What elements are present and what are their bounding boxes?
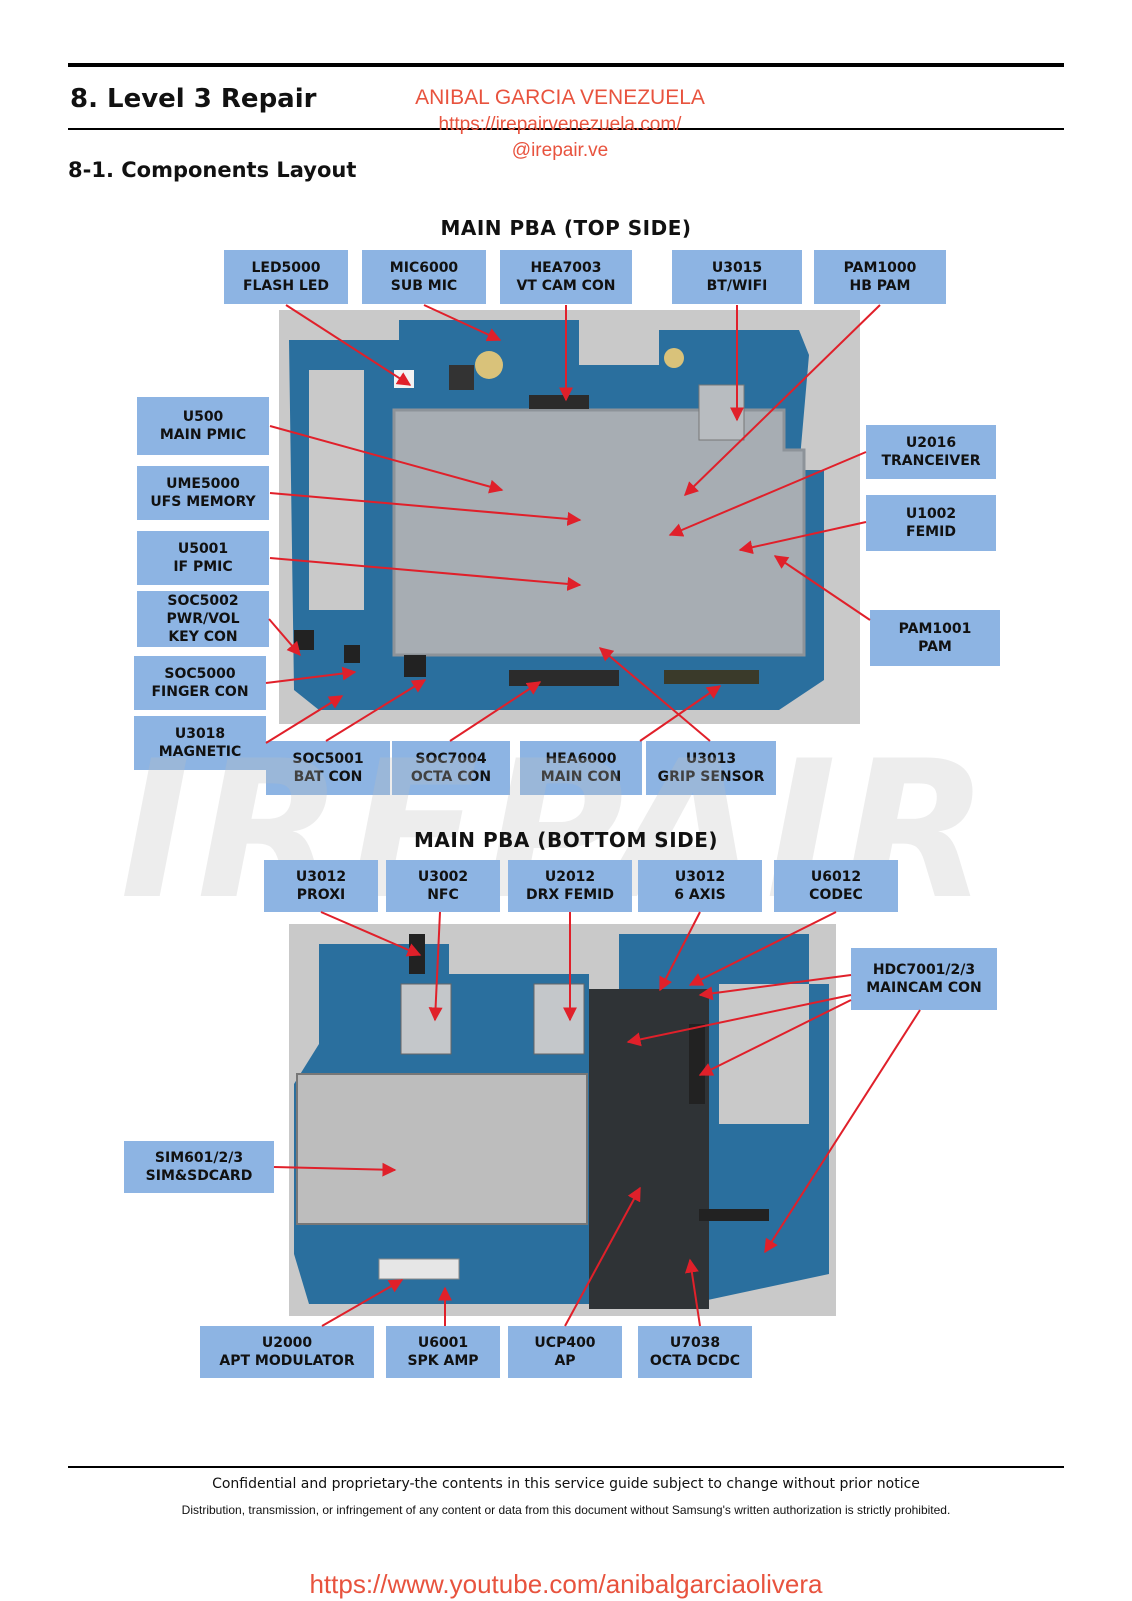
section-title: 8. Level 3 Repair [70, 84, 317, 114]
bottom-pcb-illustration [294, 934, 829, 1309]
subsection-title: 8-1. Components Layout [68, 158, 357, 182]
footer-confidential: Confidential and proprietary-the content… [212, 1476, 920, 1492]
bottom-diagram-title: MAIN PBA (BOTTOM SIDE) [413, 828, 719, 852]
footer-rule [68, 1466, 1064, 1468]
top-pcb-illustration [289, 320, 824, 710]
watermark-handle: @irepair.ve [511, 140, 609, 161]
watermark-url: https://irepairvenezuela.com/ [438, 114, 682, 135]
top-diagram-title: MAIN PBA (TOP SIDE) [440, 216, 692, 240]
header-bottom-rule [68, 128, 1064, 130]
header-top-rule [68, 63, 1064, 67]
bottom-board-photo [289, 924, 836, 1316]
watermark-name: ANIBAL GARCIA VENEZUELA [415, 86, 705, 109]
top-board-photo [279, 310, 860, 724]
footer-distribution: Distribution, transmission, or infringem… [181, 1503, 951, 1517]
youtube-link[interactable]: https://www.youtube.com/anibalgarciaoliv… [309, 1569, 823, 1599]
